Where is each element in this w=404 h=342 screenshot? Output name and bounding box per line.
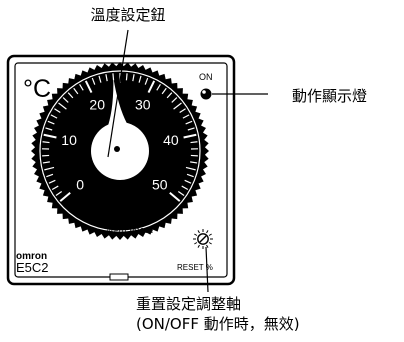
dial-tick	[179, 108, 186, 114]
action-indicator-callout: 動作顯示燈	[292, 87, 367, 105]
dial-tick	[45, 127, 53, 131]
dial-tick	[187, 127, 195, 131]
dial-tick	[161, 87, 167, 95]
dial-tick	[166, 92, 173, 99]
dial-tick	[105, 74, 108, 82]
dial-tick	[62, 97, 69, 103]
dial-tick	[67, 92, 74, 99]
dial-tick	[190, 141, 198, 144]
bottom-clip	[109, 273, 129, 281]
dial-tick	[144, 77, 149, 85]
dial-tick	[186, 173, 194, 178]
knob-center-dot	[114, 146, 120, 152]
reset-knob-rays	[193, 229, 213, 249]
unit-symbol: °C	[23, 75, 51, 103]
brand-logo: omron	[16, 251, 47, 262]
dial-tick	[79, 83, 84, 91]
dial-tick	[44, 166, 55, 171]
dial-tick	[171, 97, 178, 103]
reset-knob-leader	[205, 246, 209, 293]
dial-tick	[183, 133, 197, 139]
model-label: E5C2	[16, 260, 49, 275]
dial-scale-ticks	[42, 73, 198, 202]
dial-tick	[43, 133, 57, 139]
reset-knob-ray	[208, 242, 212, 245]
dial-tick	[48, 179, 56, 184]
dial-tick	[84, 80, 93, 94]
temperature-knob-leader	[107, 29, 129, 158]
dial-tick	[185, 166, 196, 171]
dial-tick	[73, 87, 79, 95]
setpoint-pointer	[108, 77, 128, 126]
dial-tick	[54, 108, 61, 114]
indicator-glint	[202, 90, 206, 94]
dial-tick	[51, 185, 59, 191]
temperature-setting-dial[interactable]: 0 10 20 30 40 50	[31, 62, 209, 240]
scale-label-30: 30	[135, 96, 151, 112]
reset-knob-callout-line2: (ON/OFF 動作時，無效)	[136, 315, 300, 333]
reset-label: RESET %	[177, 263, 213, 272]
scale-label-10: 10	[61, 132, 77, 148]
dial-tick	[177, 191, 185, 197]
reset-knob-callout-line1: 重置設定調整軸	[136, 295, 241, 313]
dial-tick	[55, 191, 63, 197]
dial-tick	[138, 75, 142, 83]
scale-label-50: 50	[152, 176, 168, 192]
reset-knob-ray	[197, 230, 200, 234]
dial-tick	[59, 192, 71, 202]
dial-tick	[125, 73, 128, 81]
on-label: ON	[199, 72, 213, 82]
dial-tick	[181, 185, 189, 191]
knob-hub[interactable]	[91, 122, 149, 180]
dial-tick	[42, 161, 50, 164]
scale-label-0: 0	[76, 176, 84, 192]
dial-tick	[173, 102, 182, 110]
dial-tick	[182, 114, 190, 119]
action-indicator-lamp	[200, 88, 212, 100]
reset-knob-ray	[208, 233, 212, 236]
dial-tick	[42, 141, 50, 144]
dial-tick	[156, 83, 161, 91]
reset-knob-ray	[206, 244, 209, 248]
dial-tick	[147, 80, 156, 94]
reset-adjust-knob[interactable]	[193, 229, 213, 249]
dial-tick	[46, 173, 54, 178]
dial-tick	[47, 120, 55, 125]
dial-tick	[98, 75, 102, 83]
reset-knob-ray	[206, 230, 209, 234]
dial-tick	[50, 114, 58, 119]
scale-label-40: 40	[163, 132, 179, 148]
dial-tick	[58, 102, 67, 110]
reset-knob-ray	[194, 242, 198, 245]
dial-tick	[185, 120, 193, 125]
dial-tick	[132, 74, 135, 82]
reset-knob-slot	[199, 235, 207, 243]
dial-tick	[169, 192, 181, 202]
scale-label-20: 20	[89, 96, 105, 112]
dial-tick	[184, 179, 192, 184]
reset-knob-ray	[194, 233, 198, 236]
dial-tick	[190, 161, 198, 164]
input-label: INPUT Pt100Ω	[107, 228, 153, 235]
reset-knob-ray	[197, 244, 200, 248]
temperature-knob-callout: 溫度設定鈕	[90, 6, 165, 24]
dial-tick	[91, 77, 96, 85]
